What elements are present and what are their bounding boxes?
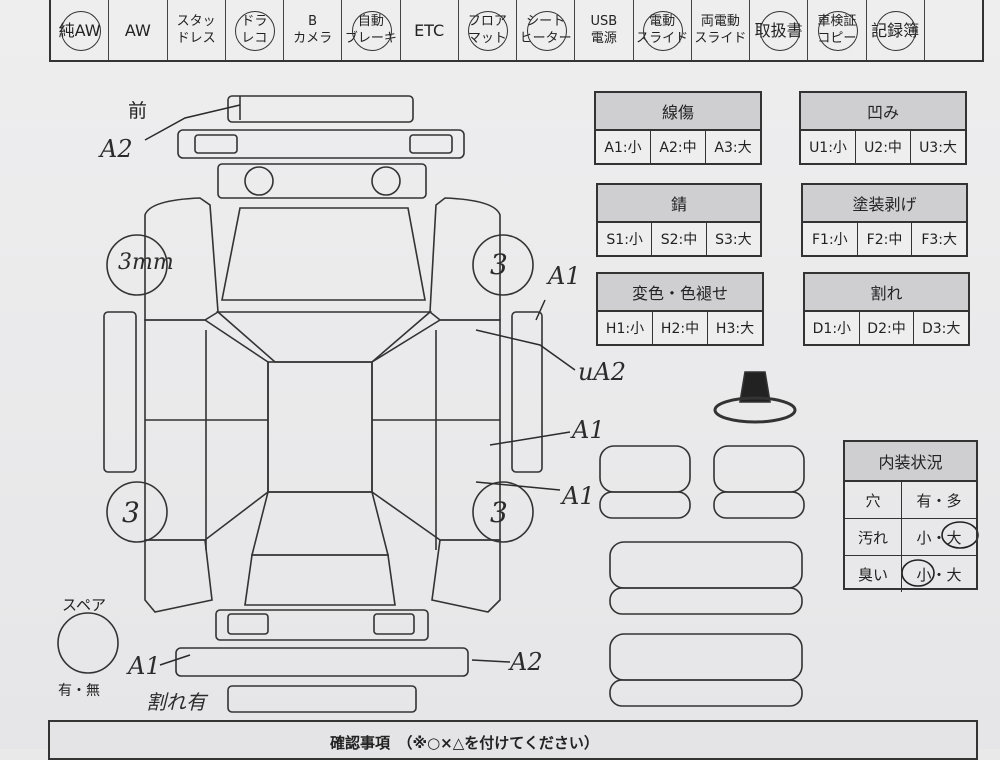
damage-code-cell: H1:小 — [598, 312, 653, 344]
equipment-label: B カメラ — [293, 14, 333, 46]
equipment-label: AW — [124, 20, 151, 40]
equipment-item: 純AW — [51, 0, 110, 60]
note-tire-fr: 3 — [490, 248, 508, 281]
note-right-2: uA2 — [578, 358, 627, 386]
front-label: 前 — [128, 100, 148, 122]
damage-code-title: 塗装剥げ — [803, 185, 966, 223]
damage-code-cell: D2:中 — [860, 312, 915, 344]
damage-code-title: 凹み — [801, 93, 965, 131]
damage-code-cell: U3:大 — [919, 140, 957, 156]
damage-code-cell: U2:中 — [856, 131, 911, 163]
circle-mark-icon — [351, 11, 392, 51]
equipment-row: 純AW AW スタッ ドレスドラ レコ B カメラ自動 ブレーキ ETC フロア マットシ… — [49, 0, 984, 62]
interior-value: 有・多 — [916, 491, 962, 510]
interior-item: 穴 — [845, 482, 902, 518]
note-tire-fl: 3mm — [118, 250, 174, 275]
damage-code-cell: A1:小 — [596, 131, 651, 163]
circle-mark-icon — [817, 11, 858, 51]
confirmation-section: 確認事項 （※○×△を付けてください） — [48, 720, 978, 760]
equipment-item: B カメラ — [284, 0, 343, 60]
damage-code-cell: H2:中 — [653, 312, 708, 344]
damage-code-cell: S3:大 — [715, 232, 752, 248]
equipment-item: シート ヒーター — [517, 0, 576, 60]
equipment-label: 両電動 スライド — [694, 14, 747, 46]
spare-label: スペア — [62, 596, 106, 614]
note-front-bumper: A2 — [100, 135, 133, 163]
interior-row: 臭い 小・大 — [845, 556, 976, 592]
spare-options: 有・無 — [58, 683, 100, 699]
note-right-4: A1 — [562, 482, 595, 510]
damage-code-cell: S2:中 — [652, 223, 707, 255]
equipment-item: ドラ レコ — [226, 0, 284, 60]
interior-item: 汚れ — [845, 519, 902, 555]
interior-condition-table: 内装状況 穴 有・多 汚れ 小・大 臭い 小・大 — [843, 440, 978, 592]
damage-code-cell: F3:大 — [921, 232, 958, 248]
note-rear-left: A1 — [128, 652, 161, 680]
damage-code-title: 割れ — [805, 274, 968, 312]
equipment-item: 取扱書 — [750, 0, 809, 60]
circle-mark-icon — [759, 11, 800, 51]
equipment-item: AW — [109, 0, 168, 60]
equipment-item: 記録簿 — [867, 0, 925, 60]
equipment-item: 両電動 スライド — [692, 0, 750, 60]
interior-row: 汚れ 小・大 — [845, 519, 976, 556]
interior-value: 小・大 — [916, 528, 962, 547]
confirmation-title: 確認事項 （※○×△を付けてください） — [330, 734, 599, 752]
equipment-label: スタッ ドレス — [176, 14, 216, 46]
interior-value: 小・大 — [916, 565, 962, 584]
note-rear-right: A2 — [510, 648, 543, 676]
damage-code-cell: A3:大 — [714, 140, 752, 156]
note-tire-rr: 3 — [490, 496, 508, 529]
circle-mark-icon — [643, 11, 684, 51]
equipment-item: 電動 スライド — [634, 0, 692, 60]
interior-title: 内装状況 — [845, 442, 976, 482]
note-rear-crack: 割れ有 — [146, 690, 206, 714]
damage-code-title: 線傷 — [596, 93, 760, 131]
damage-code-cell: U1:小 — [801, 131, 856, 163]
note-right-3: A1 — [572, 416, 605, 444]
note-right-1: A1 — [548, 262, 581, 290]
damage-code-cell: F2:中 — [858, 223, 913, 255]
damage-code-cell: D3:大 — [921, 321, 961, 337]
damage-code-cell: F1:小 — [803, 223, 858, 255]
equipment-item: ETC — [401, 0, 459, 60]
note-tire-rl: 3 — [122, 496, 140, 529]
interior-row: 穴 有・多 — [845, 482, 976, 519]
equipment-label: USB 電源 — [590, 14, 618, 46]
damage-code-cell: S1:小 — [598, 223, 653, 255]
circle-mark-icon — [235, 11, 276, 51]
damage-code-cell: H3:大 — [715, 321, 755, 337]
circle-mark-icon — [468, 11, 509, 51]
damage-code-cell: A2:中 — [651, 131, 706, 163]
damage-code-title: 変色・色褪せ — [598, 274, 762, 312]
equipment-label: ETC — [414, 20, 445, 40]
damage-code-title: 錆 — [598, 185, 760, 223]
interior-item: 臭い — [845, 556, 902, 592]
equipment-item: 自動 ブレーキ — [342, 0, 401, 60]
equipment-item: USB 電源 — [575, 0, 634, 60]
equipment-item: フロア マット — [459, 0, 517, 60]
circle-mark-icon — [876, 11, 917, 51]
circle-mark-icon — [526, 11, 567, 51]
damage-code-cell: D1:小 — [805, 312, 860, 344]
circle-mark-icon — [60, 11, 101, 51]
equipment-item: スタッ ドレス — [168, 0, 226, 60]
equipment-item: 車検証 コピー — [808, 0, 867, 60]
